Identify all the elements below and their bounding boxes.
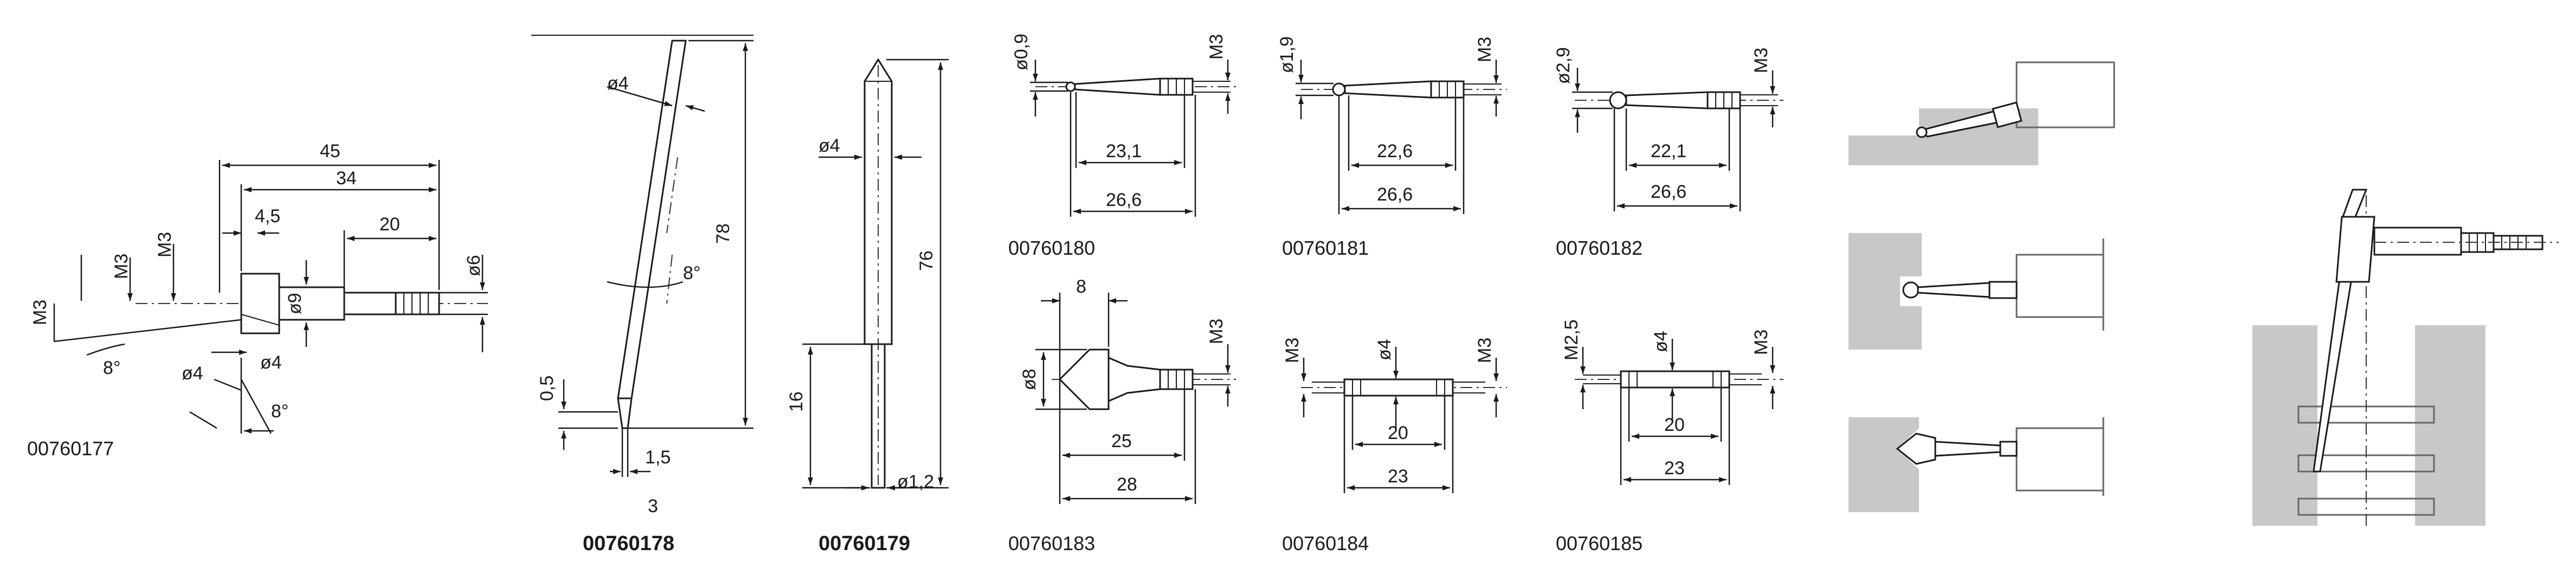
dim-22-1: 22,1 bbox=[1651, 141, 1686, 162]
dim-22-6: 22,6 bbox=[1377, 141, 1413, 162]
part-00760178: ø4 78 8° 0,5 1,5 3 00760178 bbox=[531, 35, 754, 555]
dim-dia-4: ø4 bbox=[607, 73, 629, 94]
part-number: 00760181 bbox=[1282, 237, 1369, 259]
dim-m3-left: M3 bbox=[1282, 338, 1303, 363]
dim-26-6: 26,6 bbox=[1651, 182, 1686, 202]
part-00760183: 8 ø8 M3 25 28 00760183 bbox=[1008, 276, 1236, 554]
dim-dia-2-9: ø2,9 bbox=[1553, 47, 1574, 84]
dim-8: 8 bbox=[1076, 276, 1086, 297]
dim-34: 34 bbox=[336, 168, 357, 189]
dim-23-1: 23,1 bbox=[1106, 141, 1142, 162]
dim-m3: M3 bbox=[1206, 34, 1227, 60]
dim-23: 23 bbox=[1664, 458, 1685, 479]
application-illustration-groove bbox=[1849, 61, 2115, 165]
part-number: 00760177 bbox=[27, 437, 114, 460]
dim-16: 16 bbox=[786, 391, 807, 412]
part-number: 00760184 bbox=[1282, 532, 1369, 554]
application-illustration-bore bbox=[1849, 417, 2104, 512]
dim-angle: 8° bbox=[683, 263, 701, 283]
dim-0-5: 0,5 bbox=[537, 376, 557, 401]
part-number: 00760185 bbox=[1556, 532, 1643, 554]
dim-23: 23 bbox=[1388, 466, 1408, 487]
part-number: 00760180 bbox=[1008, 237, 1095, 259]
dim-m3: M3 bbox=[1751, 330, 1772, 355]
part-00760185: M2,5 ø4 M3 20 23 00760185 bbox=[1556, 319, 1783, 554]
dim-20: 20 bbox=[379, 214, 400, 235]
dim-dia-1-9: ø1,9 bbox=[1277, 36, 1297, 73]
dim-dia-4-a: ø4 bbox=[260, 352, 282, 373]
dim-m3-a: M3 bbox=[154, 232, 175, 257]
dim-dia-4-b: ø4 bbox=[182, 363, 203, 384]
dim-dia-9: ø9 bbox=[285, 293, 305, 314]
dim-m3-right: M3 bbox=[1474, 338, 1495, 363]
dim-26-6: 26,6 bbox=[1106, 190, 1142, 210]
dim-dia-8: ø8 bbox=[1019, 369, 1040, 390]
dim-dia-6: ø6 bbox=[463, 255, 484, 276]
dim-20: 20 bbox=[1388, 423, 1408, 443]
dim-dia-1-2: ø1,2 bbox=[897, 472, 934, 492]
dim-1-5: 1,5 bbox=[645, 447, 671, 468]
part-00760184: M3 ø4 M3 20 23 00760184 bbox=[1282, 338, 1507, 554]
dim-angle-a: 8° bbox=[103, 358, 121, 378]
dim-m3-c: M3 bbox=[30, 300, 50, 325]
dim-dia-0-9: ø0,9 bbox=[1011, 34, 1032, 70]
part-00760181: ø1,9 M3 22,6 26,6 00760181 bbox=[1277, 36, 1507, 259]
dim-78: 78 bbox=[713, 223, 733, 244]
dim-m2-5: M2,5 bbox=[1561, 319, 1582, 360]
part-number: 00760178 bbox=[583, 532, 674, 555]
dim-76: 76 bbox=[916, 250, 937, 271]
dim-45: 45 bbox=[320, 141, 340, 162]
dim-m3: M3 bbox=[1474, 37, 1495, 62]
part-00760180: ø0,9 M3 23,1 26,6 00760180 bbox=[1008, 34, 1236, 259]
dim-m3: M3 bbox=[1206, 319, 1227, 344]
part-number: 00760183 bbox=[1008, 532, 1095, 554]
part-00760179: ø4 76 16 ø1,2 00760179 bbox=[786, 58, 949, 555]
dim-25: 25 bbox=[1111, 431, 1132, 451]
part-number: 00760179 bbox=[819, 532, 910, 555]
dim-26-6: 26,6 bbox=[1377, 184, 1413, 205]
dim-3: 3 bbox=[648, 496, 658, 517]
dim-dia-4: ø4 bbox=[1651, 331, 1671, 352]
dim-m3-b: M3 bbox=[111, 254, 132, 279]
dim-dia-4: ø4 bbox=[819, 135, 840, 156]
dim-m3: M3 bbox=[1751, 48, 1772, 73]
dim-angle-b: 8° bbox=[271, 401, 289, 422]
application-illustration-deep-hole bbox=[2252, 189, 2559, 526]
application-illustration-slot bbox=[1849, 233, 2104, 350]
part-00760177: 45 34 20 4,5 ø6 ø9 ø4 ø4 M3 M3 M3 8° 8° … bbox=[27, 141, 488, 460]
part-number: 00760182 bbox=[1556, 237, 1643, 259]
dim-28: 28 bbox=[1117, 474, 1137, 495]
dim-4-5: 4,5 bbox=[255, 206, 280, 227]
dim-dia-4: ø4 bbox=[1374, 339, 1395, 360]
part-00760182: ø2,9 M3 22,1 26,6 00760182 bbox=[1553, 47, 1783, 259]
dim-20: 20 bbox=[1664, 415, 1685, 435]
